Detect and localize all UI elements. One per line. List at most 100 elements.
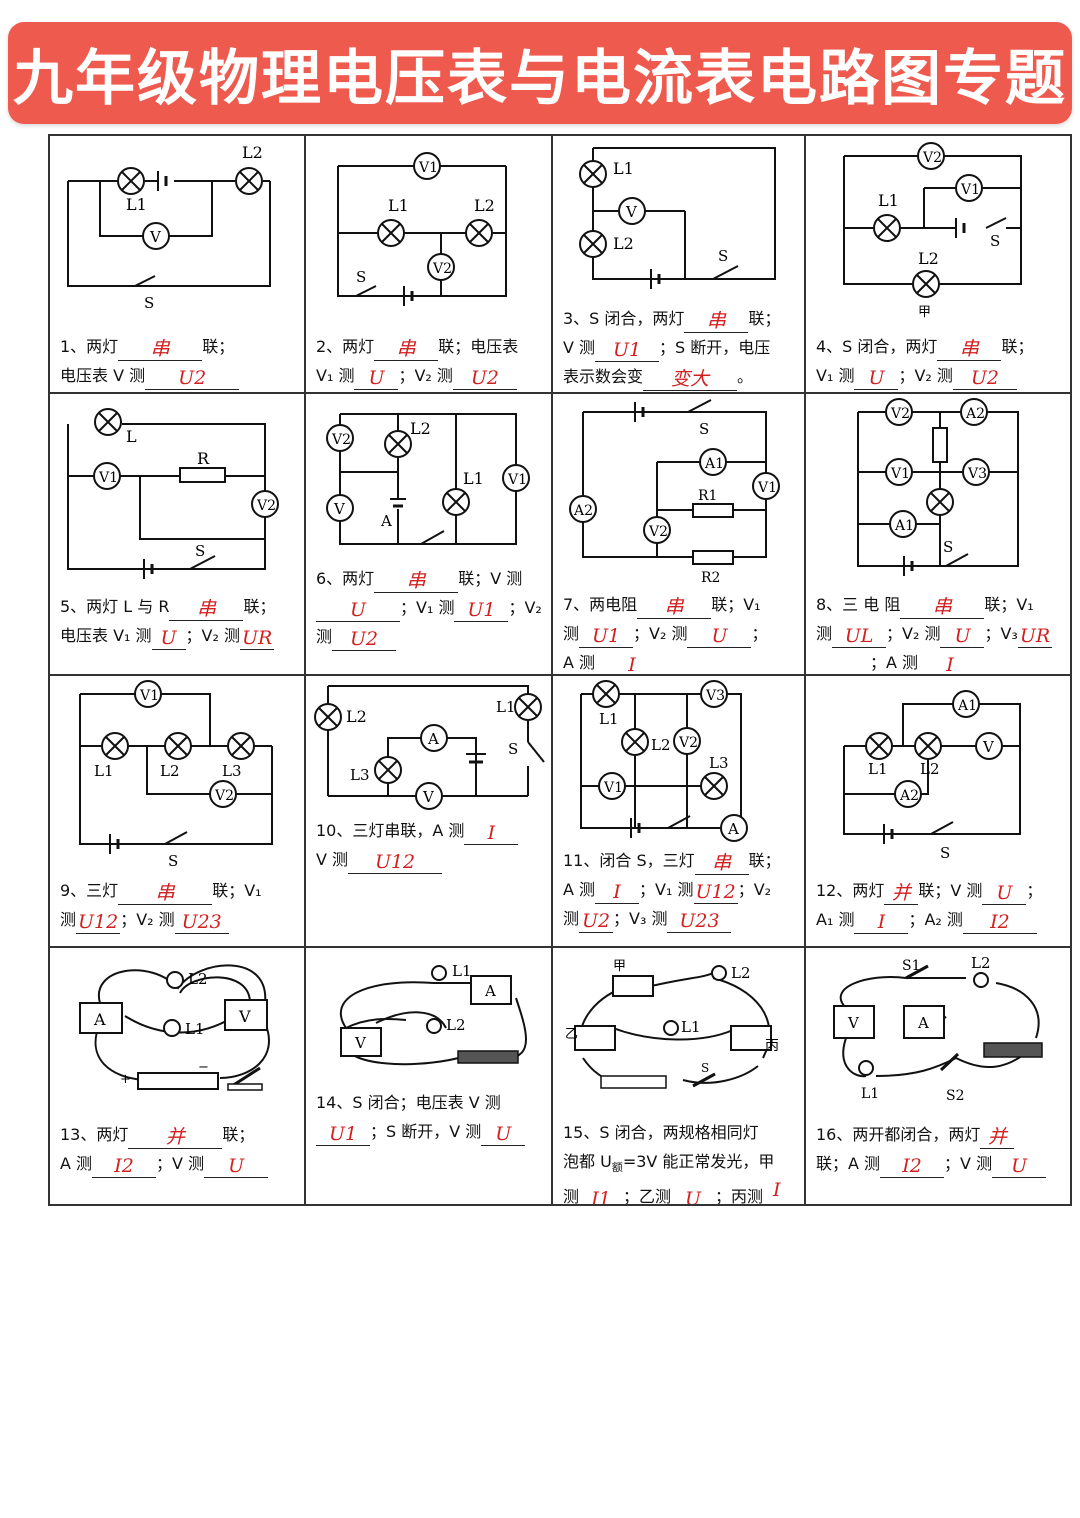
component-label: V3 (967, 466, 987, 482)
circuit-diagram-12: V A1 A2 L1 L2 S (843, 690, 1021, 862)
answer-blank: I (595, 654, 669, 674)
question-text: V 测 (563, 338, 596, 357)
component-label: L2 (242, 143, 263, 162)
component-label: S (718, 247, 728, 265)
component-label: V1 (890, 466, 910, 482)
question-text: 联； (202, 337, 235, 356)
component-label: S (940, 844, 950, 862)
component-label: L2 (446, 1016, 466, 1034)
answer-blank: UR (240, 627, 275, 650)
component-label: L2 (920, 760, 940, 778)
question-text: 7、两电阻 (563, 595, 638, 614)
answer-blank: 并 (128, 1126, 223, 1149)
component-label: V3 (705, 688, 725, 704)
answer-blank: I (918, 654, 982, 674)
question-text: 测 (60, 910, 77, 929)
component-label: R (197, 449, 210, 468)
answer-blank: U (151, 627, 186, 650)
answer-1a: 串 (118, 338, 203, 361)
component-label: 乙 (565, 1027, 578, 1042)
component-label: V (354, 1034, 367, 1052)
question-text: 10、三灯串联，A 测 (316, 821, 465, 840)
component-label: L3 (350, 766, 370, 784)
question-text: 4、S 闭合，两灯 (816, 337, 938, 356)
component-label: S1 (902, 958, 921, 974)
component-label: V1 (757, 480, 777, 496)
circuit-diagram-2: V1 V2 L1 L2 S (337, 152, 507, 306)
component-label: R2 (701, 570, 720, 586)
component-label: V2 (256, 498, 276, 514)
answer-blank: 串 (684, 310, 749, 333)
answer-blank: I1 (579, 1188, 623, 1204)
question-text: 1、两灯 (60, 337, 119, 356)
question-text: 测 (816, 624, 833, 643)
question-text: 联； (243, 597, 276, 616)
answer-blank: I (854, 911, 909, 934)
question-text: 。 (737, 367, 754, 386)
answer-blank: U (316, 599, 400, 622)
title-banner: 九年级物理电压表与电流表电路图专题 (8, 22, 1072, 124)
circuit-diagram-6: V2 V V1 L2 L1 A (326, 413, 530, 545)
question-16: S1 L2 V A L1 S2 16、两开都闭合，两灯并 联；A (806, 948, 1072, 1206)
answer-blank: 串 (694, 852, 749, 875)
component-label: V2 (648, 524, 668, 540)
answer-blank: U12 (76, 911, 121, 934)
answer-blank: U (854, 367, 899, 390)
component-label: + (120, 1072, 131, 1087)
answer-blank: 变大 (643, 368, 738, 391)
question-text: 15、S 闭合，两规格相同灯 (563, 1123, 759, 1142)
question-text: A₁ 测 (816, 910, 855, 929)
question-text: 联； (222, 1125, 255, 1144)
component-label: V1 (98, 470, 118, 486)
component-label: V (847, 1014, 860, 1032)
component-label: L1 (868, 760, 888, 778)
answer-blank: UR (1017, 625, 1053, 648)
question-text: 联； (1001, 337, 1034, 356)
component-label: A (380, 512, 392, 530)
circuit-diagram-10: A V L2 L1 L3 S (314, 685, 545, 810)
label-v: V (149, 228, 162, 246)
answer-blank: 串 (374, 338, 439, 361)
question-text: V 测 (316, 850, 349, 869)
component-label: L1 (496, 698, 516, 716)
question-text: ；V₁ 测 (639, 880, 694, 899)
answer-blank: U (940, 625, 985, 648)
component-label: A2 (573, 503, 593, 519)
answer-blank: I2 (880, 1155, 945, 1178)
component-label: V (625, 203, 638, 221)
answer-blank: 串 (374, 570, 459, 593)
question-text: 测 (563, 624, 580, 643)
question-text: V₁ 测 (316, 366, 355, 385)
component-label: A (427, 730, 439, 748)
circuit-diagram-14: L1 L2 V A (339, 962, 527, 1066)
question-text: ；V₂ (508, 598, 542, 617)
circuit-diagram-13: A V L2 L1 + − (79, 964, 270, 1091)
component-label: L1 (94, 762, 114, 780)
answer-blank: U (204, 1155, 269, 1178)
component-label: L1 (388, 196, 409, 215)
question-text: V₁ 测 (816, 366, 855, 385)
component-label: L2 (346, 707, 367, 726)
component-label: L1 (463, 469, 484, 488)
component-label: L2 (410, 419, 431, 438)
component-label: S (990, 232, 1000, 250)
question-text: 14、S 闭合；电压表 V 测 (316, 1093, 501, 1112)
answer-blank: I2 (962, 911, 1037, 934)
question-text: 9、三灯 (60, 881, 119, 900)
component-label: V1 (139, 688, 159, 704)
question-text: 11、闭合 S，三灯 (563, 851, 695, 870)
answer-blank: 串 (637, 596, 712, 619)
question-15: 甲 乙 丙 L2 L1 S 15、S 闭合，两规格相同灯 泡都 U额=3V 能正… (553, 948, 806, 1206)
component-label: S (168, 852, 178, 870)
question-text: ；A 测 (870, 653, 919, 672)
answer-blank: U2 (952, 367, 1017, 390)
